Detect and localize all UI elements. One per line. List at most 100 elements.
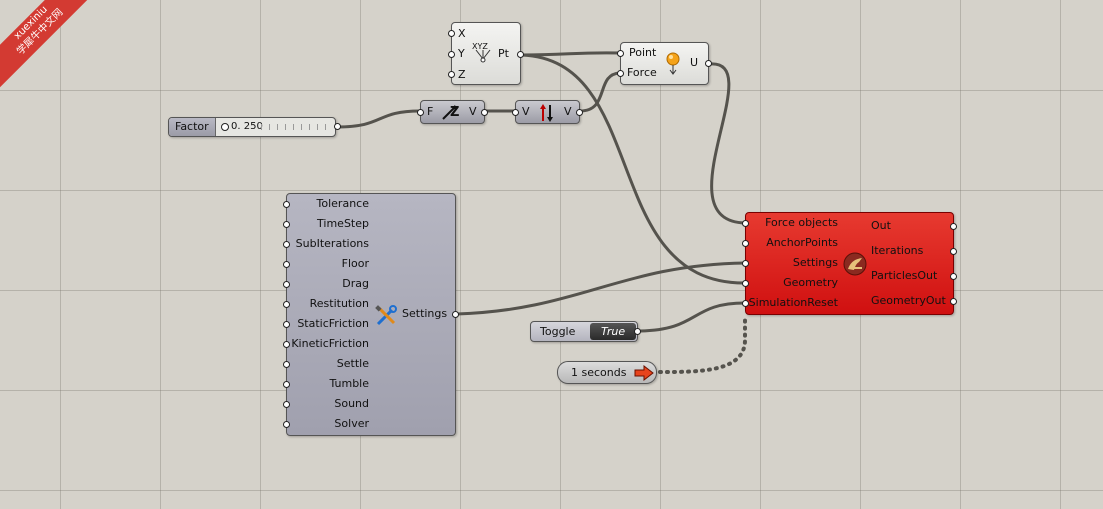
wire-timer-to-reset	[658, 316, 747, 374]
kangaroo-grip-anchorpoints[interactable]	[742, 240, 749, 247]
wire-pt-to-geometry	[520, 53, 746, 285]
kangaroo-physics-node[interactable]: Force objects AnchorPoints Settings Geom…	[742, 212, 957, 315]
kangaroo-input-simulationreset: SimulationReset	[748, 296, 838, 309]
kangaroo-grip-settings[interactable]	[742, 260, 749, 267]
factor-slider[interactable]: Factor 0. 250	[168, 117, 341, 137]
reverse-output-label: V	[564, 105, 572, 118]
settings-grip-floor[interactable]	[283, 261, 290, 268]
wire-u-to-forceobjects	[708, 62, 748, 225]
kangaroo-output-out: Out	[871, 219, 891, 232]
kangaroo-input-anchorpoints: AnchorPoints	[766, 236, 838, 249]
unary-force-node[interactable]: Point Force U	[617, 42, 712, 85]
settings-grip-tolerance[interactable]	[283, 201, 290, 208]
amplitude-output-grip[interactable]	[481, 109, 488, 116]
toggle-label: Toggle	[540, 325, 576, 338]
settings-node[interactable]: Tolerance TimeStep SubIterations Floor D…	[283, 193, 459, 436]
timer-arrow-icon	[634, 365, 654, 381]
reverse-icon	[540, 104, 553, 122]
reverse-input-grip[interactable]	[512, 109, 519, 116]
force-pin-icon	[666, 52, 680, 75]
kangaroo-grip-iterations[interactable]	[950, 248, 957, 255]
kangaroo-output-geometryout: GeometryOut	[871, 294, 946, 307]
amplitude-input-grip[interactable]	[417, 109, 424, 116]
force-input-force-grip[interactable]	[617, 70, 624, 77]
kangaroo-grip-simulationreset[interactable]	[742, 300, 749, 307]
kangaroo-grip-geometryout[interactable]	[950, 298, 957, 305]
amplitude-output-label: V	[469, 105, 477, 118]
point-input-y-grip[interactable]	[448, 51, 455, 58]
timer-component[interactable]: 1 seconds	[557, 361, 657, 384]
reverse-output-grip[interactable]	[576, 109, 583, 116]
kangaroo-grip-forceobjects[interactable]	[742, 220, 749, 227]
settings-grip-drag[interactable]	[283, 281, 290, 288]
settings-grip-solver[interactable]	[283, 421, 290, 428]
amplitude-icon-text: Z	[450, 105, 460, 120]
kangaroo-grip-out[interactable]	[950, 223, 957, 230]
wire-reverse-to-force	[578, 71, 622, 113]
factor-slider-value: 0. 250	[231, 121, 263, 132]
force-output-label: U	[690, 56, 699, 69]
toggle-value-box[interactable]	[590, 323, 636, 340]
tools-icon	[375, 305, 397, 326]
wire-pt-to-point	[520, 51, 623, 57]
settings-input-tumble: Tumble	[329, 377, 369, 390]
amplitude-node[interactable]: F Z V	[417, 100, 488, 124]
kangaroo-input-geometry: Geometry	[783, 276, 838, 289]
point-output-grip[interactable]	[517, 51, 524, 58]
point-input-x-label: X	[458, 27, 466, 40]
factor-slider-label: Factor	[175, 120, 209, 133]
boolean-toggle[interactable]: Toggle True	[530, 321, 641, 342]
settings-grip-subiterations[interactable]	[283, 241, 290, 248]
point-output-label: Pt	[498, 47, 509, 60]
settings-grip-tumble[interactable]	[283, 381, 290, 388]
kangaroo-grip-particlesout[interactable]	[950, 273, 957, 280]
settings-grip-sound[interactable]	[283, 401, 290, 408]
settings-grip-staticfriction[interactable]	[283, 321, 290, 328]
settings-input-sound: Sound	[334, 397, 369, 410]
factor-slider-output-grip[interactable]	[334, 123, 341, 130]
slider-knob[interactable]	[221, 123, 229, 131]
wire-factor-to-amplitude	[335, 109, 422, 129]
kangaroo-output-iterations: Iterations	[871, 244, 924, 257]
point-input-x-grip[interactable]	[448, 30, 455, 37]
settings-input-kineticfriction: KineticFriction	[291, 337, 369, 350]
amplitude-icon	[442, 105, 457, 120]
point-icon-text: XYZ	[472, 42, 488, 51]
wire-settings-to-settings	[455, 261, 747, 316]
point-input-z-grip[interactable]	[448, 71, 455, 78]
settings-input-solver: Solver	[334, 417, 369, 430]
point-icon	[475, 49, 491, 63]
settings-input-restitution: Restitution	[309, 297, 369, 310]
settings-grip-settle[interactable]	[283, 361, 290, 368]
settings-grip-restitution[interactable]	[283, 301, 290, 308]
reverse-input-label: V	[522, 105, 530, 118]
force-input-force-label: Force	[627, 66, 657, 79]
settings-input-drag: Drag	[342, 277, 369, 290]
settings-grip-kineticfriction[interactable]	[283, 341, 290, 348]
kangaroo-icon	[843, 252, 867, 276]
point-input-z-label: Z	[458, 68, 466, 81]
kangaroo-input-forceobjects: Force objects	[765, 216, 838, 229]
settings-input-subiterations: SubIterations	[295, 237, 369, 250]
slider-track[interactable]	[261, 124, 331, 130]
settings-input-floor: Floor	[341, 257, 369, 270]
timer-label: 1 seconds	[571, 366, 627, 379]
factor-slider-label-box	[169, 118, 216, 136]
point-input-y-label: Y	[458, 47, 465, 60]
wire-toggle-to-reset	[638, 301, 747, 333]
toggle-output-grip[interactable]	[634, 328, 641, 335]
kangaroo-input-settings: Settings	[792, 256, 838, 269]
settings-input-staticfriction: StaticFriction	[297, 317, 369, 330]
kangaroo-output-particlesout: ParticlesOut	[871, 269, 938, 282]
settings-input-settle: Settle	[336, 357, 369, 370]
force-input-point-grip[interactable]	[617, 50, 624, 57]
settings-output-grip[interactable]	[452, 311, 459, 318]
force-output-grip[interactable]	[705, 60, 712, 67]
construct-point-node[interactable]: X Y Z XYZ Pt	[448, 22, 524, 85]
kangaroo-grip-geometry[interactable]	[742, 280, 749, 287]
reverse-node[interactable]: V V	[512, 100, 583, 124]
settings-output-label: Settings	[402, 307, 448, 320]
settings-grip-timestep[interactable]	[283, 221, 290, 228]
